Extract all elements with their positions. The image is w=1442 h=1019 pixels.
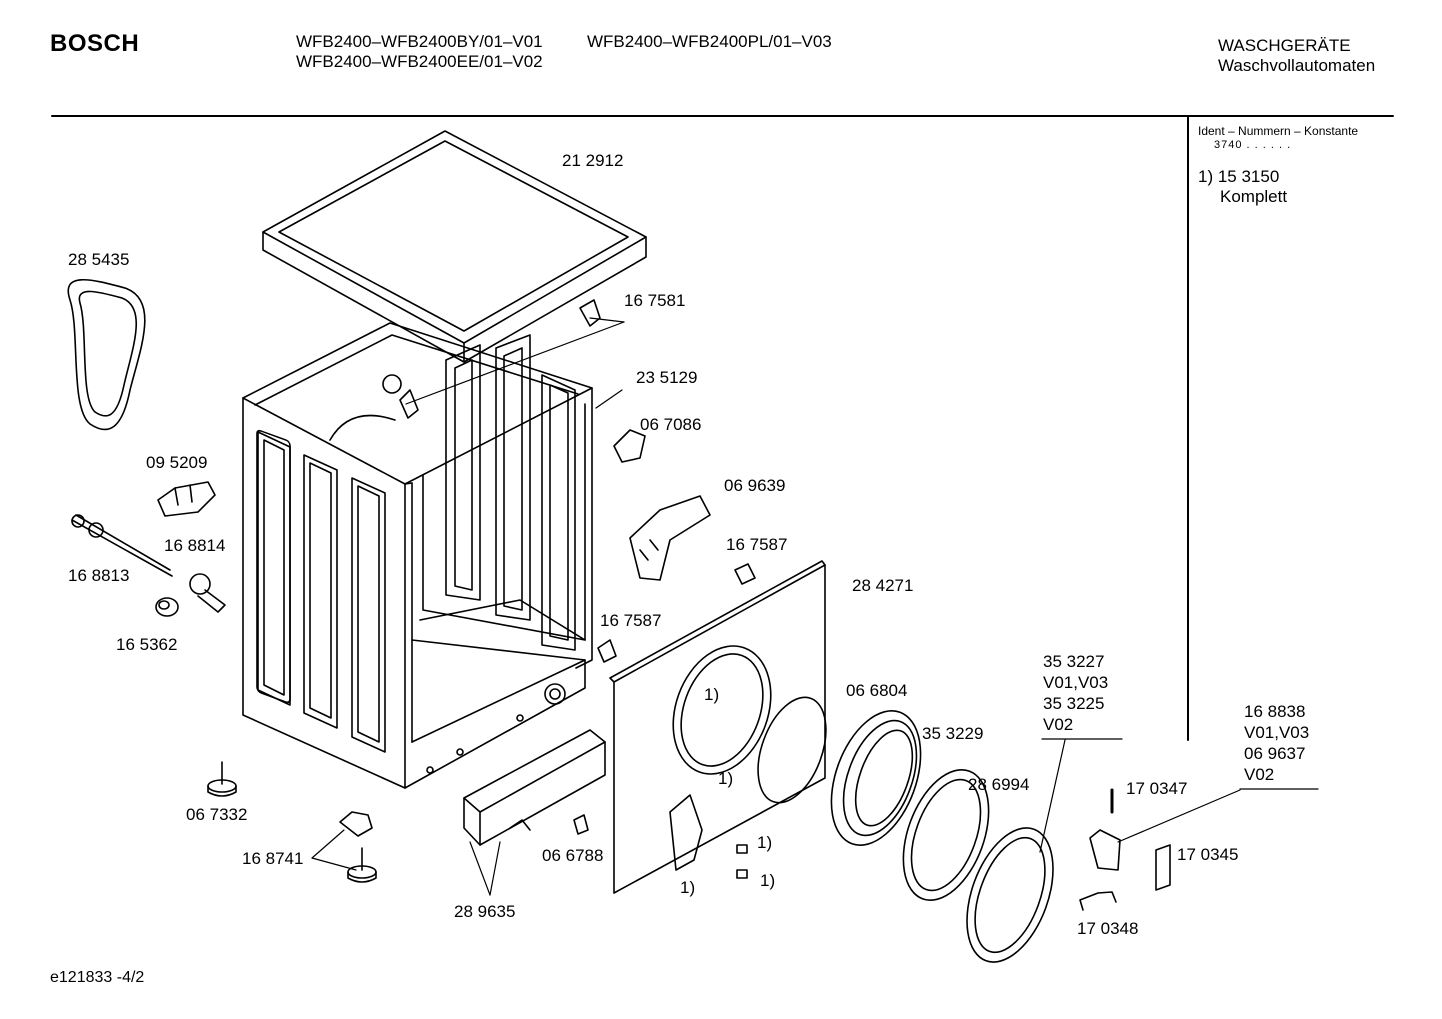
gasket-part	[67, 278, 146, 431]
ident-heading: Ident – Nummern – Konstante	[1198, 124, 1359, 138]
ident-value: 3740 . . . . . .	[1214, 139, 1292, 151]
foot-nut-part	[339, 811, 373, 837]
model-line-2: WFB2400–WFB2400PL/01–V03	[587, 32, 832, 51]
spring-part	[1079, 891, 1117, 911]
top-lid-part	[262, 130, 647, 363]
hinge-clip-part	[399, 299, 601, 419]
label-168814: 16 8814	[164, 536, 226, 555]
label-170345: 17 0345	[1177, 845, 1239, 864]
category-title: WASCHGERÄTE	[1218, 36, 1351, 55]
label-235129: 23 5129	[636, 368, 698, 387]
front-panel-part	[609, 560, 826, 894]
label-066788: 06 6788	[542, 846, 604, 865]
cabinet-frame-part	[242, 322, 593, 789]
transport-bolt-part	[71, 514, 173, 577]
label-168813: 16 8813	[68, 566, 130, 585]
label-353229: 35 3229	[922, 724, 984, 743]
foot-part-a	[207, 761, 237, 797]
nut-part	[189, 573, 226, 613]
model-line-1: WFB2400–WFB2400BY/01–V01	[296, 32, 543, 51]
clip-lower-part	[597, 639, 617, 663]
label-353225-variants: V02	[1043, 715, 1074, 734]
footnote-marker: 1)	[757, 833, 773, 852]
label-168838: 16 8838	[1244, 702, 1306, 721]
door-handle-part	[1089, 829, 1121, 871]
label-284271: 28 4271	[852, 576, 914, 595]
model-line-3: WFB2400–WFB2400EE/01–V02	[296, 52, 543, 71]
footnote-text: Komplett	[1220, 187, 1288, 206]
label-167581: 16 7581	[624, 291, 686, 310]
screw-part-b	[573, 814, 589, 835]
document-id: e121833 -4/2	[50, 969, 145, 986]
label-170347: 17 0347	[1126, 779, 1188, 798]
lock-part-a	[613, 429, 646, 463]
foot-part-b	[347, 847, 377, 883]
label-285435: 28 5435	[68, 250, 130, 269]
label-212912: 21 2912	[562, 151, 624, 170]
clip-upper-part	[734, 563, 756, 585]
footnote-marker: 1)	[704, 685, 720, 704]
label-289635: 28 9635	[454, 902, 516, 921]
screw-part-a	[509, 819, 531, 831]
label-167587-b: 16 7587	[600, 611, 662, 630]
clip-part	[157, 481, 216, 517]
label-286994: 28 6994	[968, 775, 1030, 794]
hinge-plate-part	[1155, 844, 1171, 891]
label-353227: 35 3227	[1043, 652, 1105, 671]
label-170348: 17 0348	[1077, 919, 1139, 938]
brand-logo: BOSCH	[50, 30, 140, 57]
label-069639: 06 9639	[724, 476, 786, 495]
category-subtitle: Waschvollautomaten	[1218, 56, 1376, 75]
footnote-marker: 1)	[760, 871, 776, 890]
label-165362: 16 5362	[116, 635, 178, 654]
clamp-ring-part	[757, 696, 827, 804]
door-ring-part	[830, 710, 922, 846]
label-167587-a: 16 7587	[726, 535, 788, 554]
door-lock-part	[629, 495, 711, 581]
footnote-marker: 1)	[718, 769, 734, 788]
base-cover-part	[463, 729, 606, 846]
label-353225: 35 3225	[1043, 694, 1105, 713]
door-glass-part	[902, 768, 990, 902]
label-168838-variants: V01,V03	[1244, 723, 1310, 742]
footnote-marker: 1)	[680, 878, 696, 897]
footnote-part-number: 1) 15 3150	[1198, 167, 1280, 186]
label-168741: 16 8741	[242, 849, 304, 868]
label-066804: 06 6804	[846, 681, 908, 700]
label-069637: 06 9637	[1244, 744, 1306, 763]
label-067332: 06 7332	[186, 805, 248, 824]
label-095209: 09 5209	[146, 453, 208, 472]
door-frame-part	[966, 827, 1054, 963]
label-353227-variants: V01,V03	[1043, 673, 1109, 692]
cap-part	[155, 597, 179, 617]
label-069637-variants: V02	[1244, 765, 1275, 784]
label-067086: 06 7086	[640, 415, 702, 434]
